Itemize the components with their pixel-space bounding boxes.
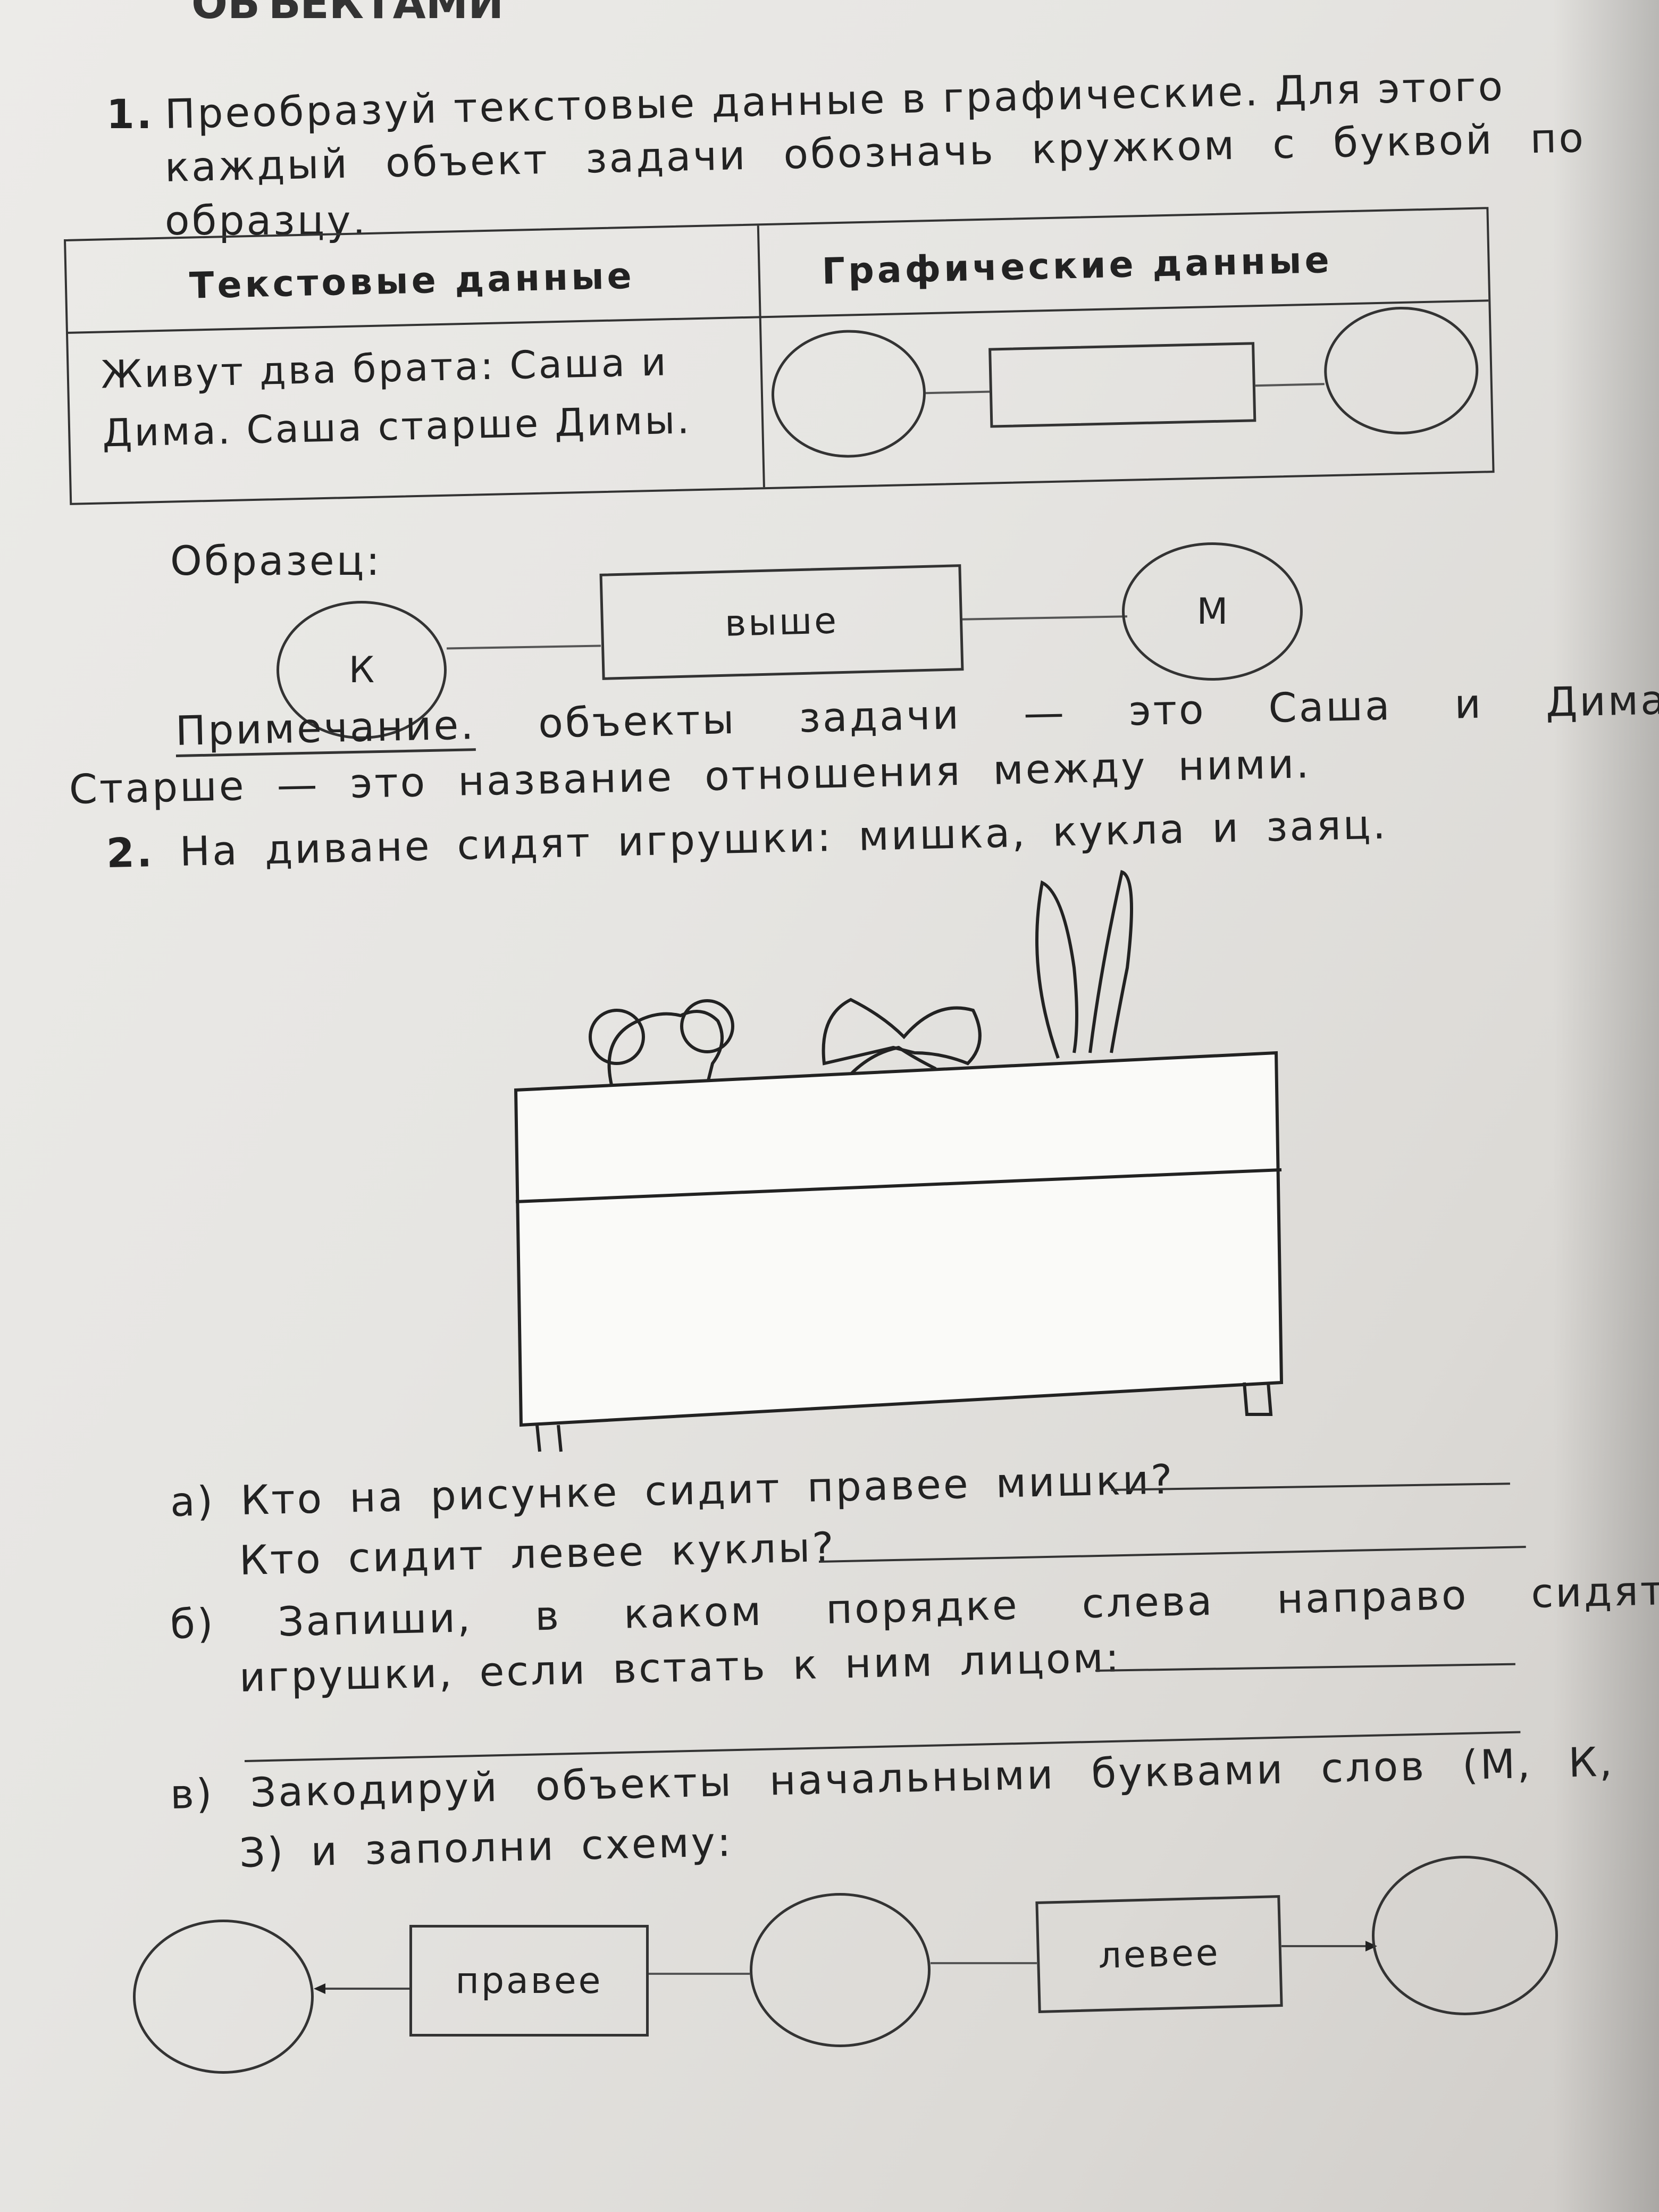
sample-circle-left: К (276, 601, 447, 739)
sample-left-letter: К (348, 649, 375, 691)
note-text1: объекты задачи — это Саша и Дима. (538, 675, 1659, 747)
question-c-line1: в) Закодируй объекты начальными буквами … (169, 1738, 1615, 1818)
question-a-line2: Кто сидит левее куклы? (238, 1523, 836, 1584)
question-c-line2: З) и заполни схему: (238, 1817, 734, 1876)
scheme-box1-label: правее (455, 1959, 603, 2002)
sample-relation-box: выше (599, 564, 964, 680)
scheme-circle-3[interactable] (1372, 1856, 1558, 2015)
answer-line-a2[interactable] (818, 1546, 1526, 1563)
data-table: Текстовые данные Графические данные Живу… (64, 207, 1495, 505)
question-b-line2: игрушки, если встать к ним лицом: (238, 1633, 1122, 1701)
sample-label: Образец: (170, 537, 382, 584)
connector-line (925, 390, 990, 395)
scheme-box2-label: левее (1097, 1931, 1221, 1977)
task1-number: 1. (106, 90, 154, 138)
doll-bow-icon (822, 998, 982, 1066)
answer-relation-box[interactable] (988, 342, 1256, 428)
bear-ear-left (589, 1009, 645, 1065)
task1-text-line3: образцу. (165, 197, 368, 244)
note-label: Примечание. (175, 701, 476, 757)
sample-right-letter: М (1196, 590, 1228, 633)
cut-section-title: ОБЪЕКТАМИ (191, 0, 504, 28)
answer-line-b1[interactable] (1095, 1663, 1515, 1672)
col-header-text-data: Текстовые данные (189, 255, 635, 307)
scheme-connector (649, 1973, 750, 1975)
sample-connector (446, 644, 601, 650)
toys-group (589, 870, 1133, 1085)
sofa-with-toys-illustration (514, 870, 1284, 1452)
page-shadow (1553, 0, 1659, 2212)
hare-ears-icon (1035, 880, 1078, 1059)
col-header-graphic-data: Графические данные (821, 239, 1333, 293)
table-divider-vertical (757, 225, 765, 488)
scheme-box-right-of: правее (409, 1925, 649, 2037)
answer-circle-left[interactable] (770, 328, 927, 459)
bear-icon (607, 1010, 724, 1085)
scheme-box-left-of: левее (1035, 1895, 1283, 2013)
connector-line (1255, 383, 1325, 387)
row-text-line2: Дима. Саша старше Димы. (102, 397, 692, 456)
arrow-left-icon (314, 1983, 409, 1994)
task2-number: 2. (105, 828, 155, 877)
sample-circle-right: М (1122, 542, 1303, 681)
sample-relation-text: выше (724, 599, 839, 645)
scheme-circle-1[interactable] (133, 1920, 314, 2074)
sofa-shape (514, 1051, 1284, 1452)
scheme-circle-2[interactable] (750, 1893, 931, 2047)
answer-circle-right[interactable] (1322, 305, 1480, 437)
arrow-right-icon (1281, 1941, 1377, 1951)
row-text-line1: Живут два брата: Саша и (100, 339, 669, 397)
scheme-connector (931, 1962, 1037, 1964)
bear-ear-right (680, 999, 734, 1053)
sample-connector (962, 615, 1128, 621)
